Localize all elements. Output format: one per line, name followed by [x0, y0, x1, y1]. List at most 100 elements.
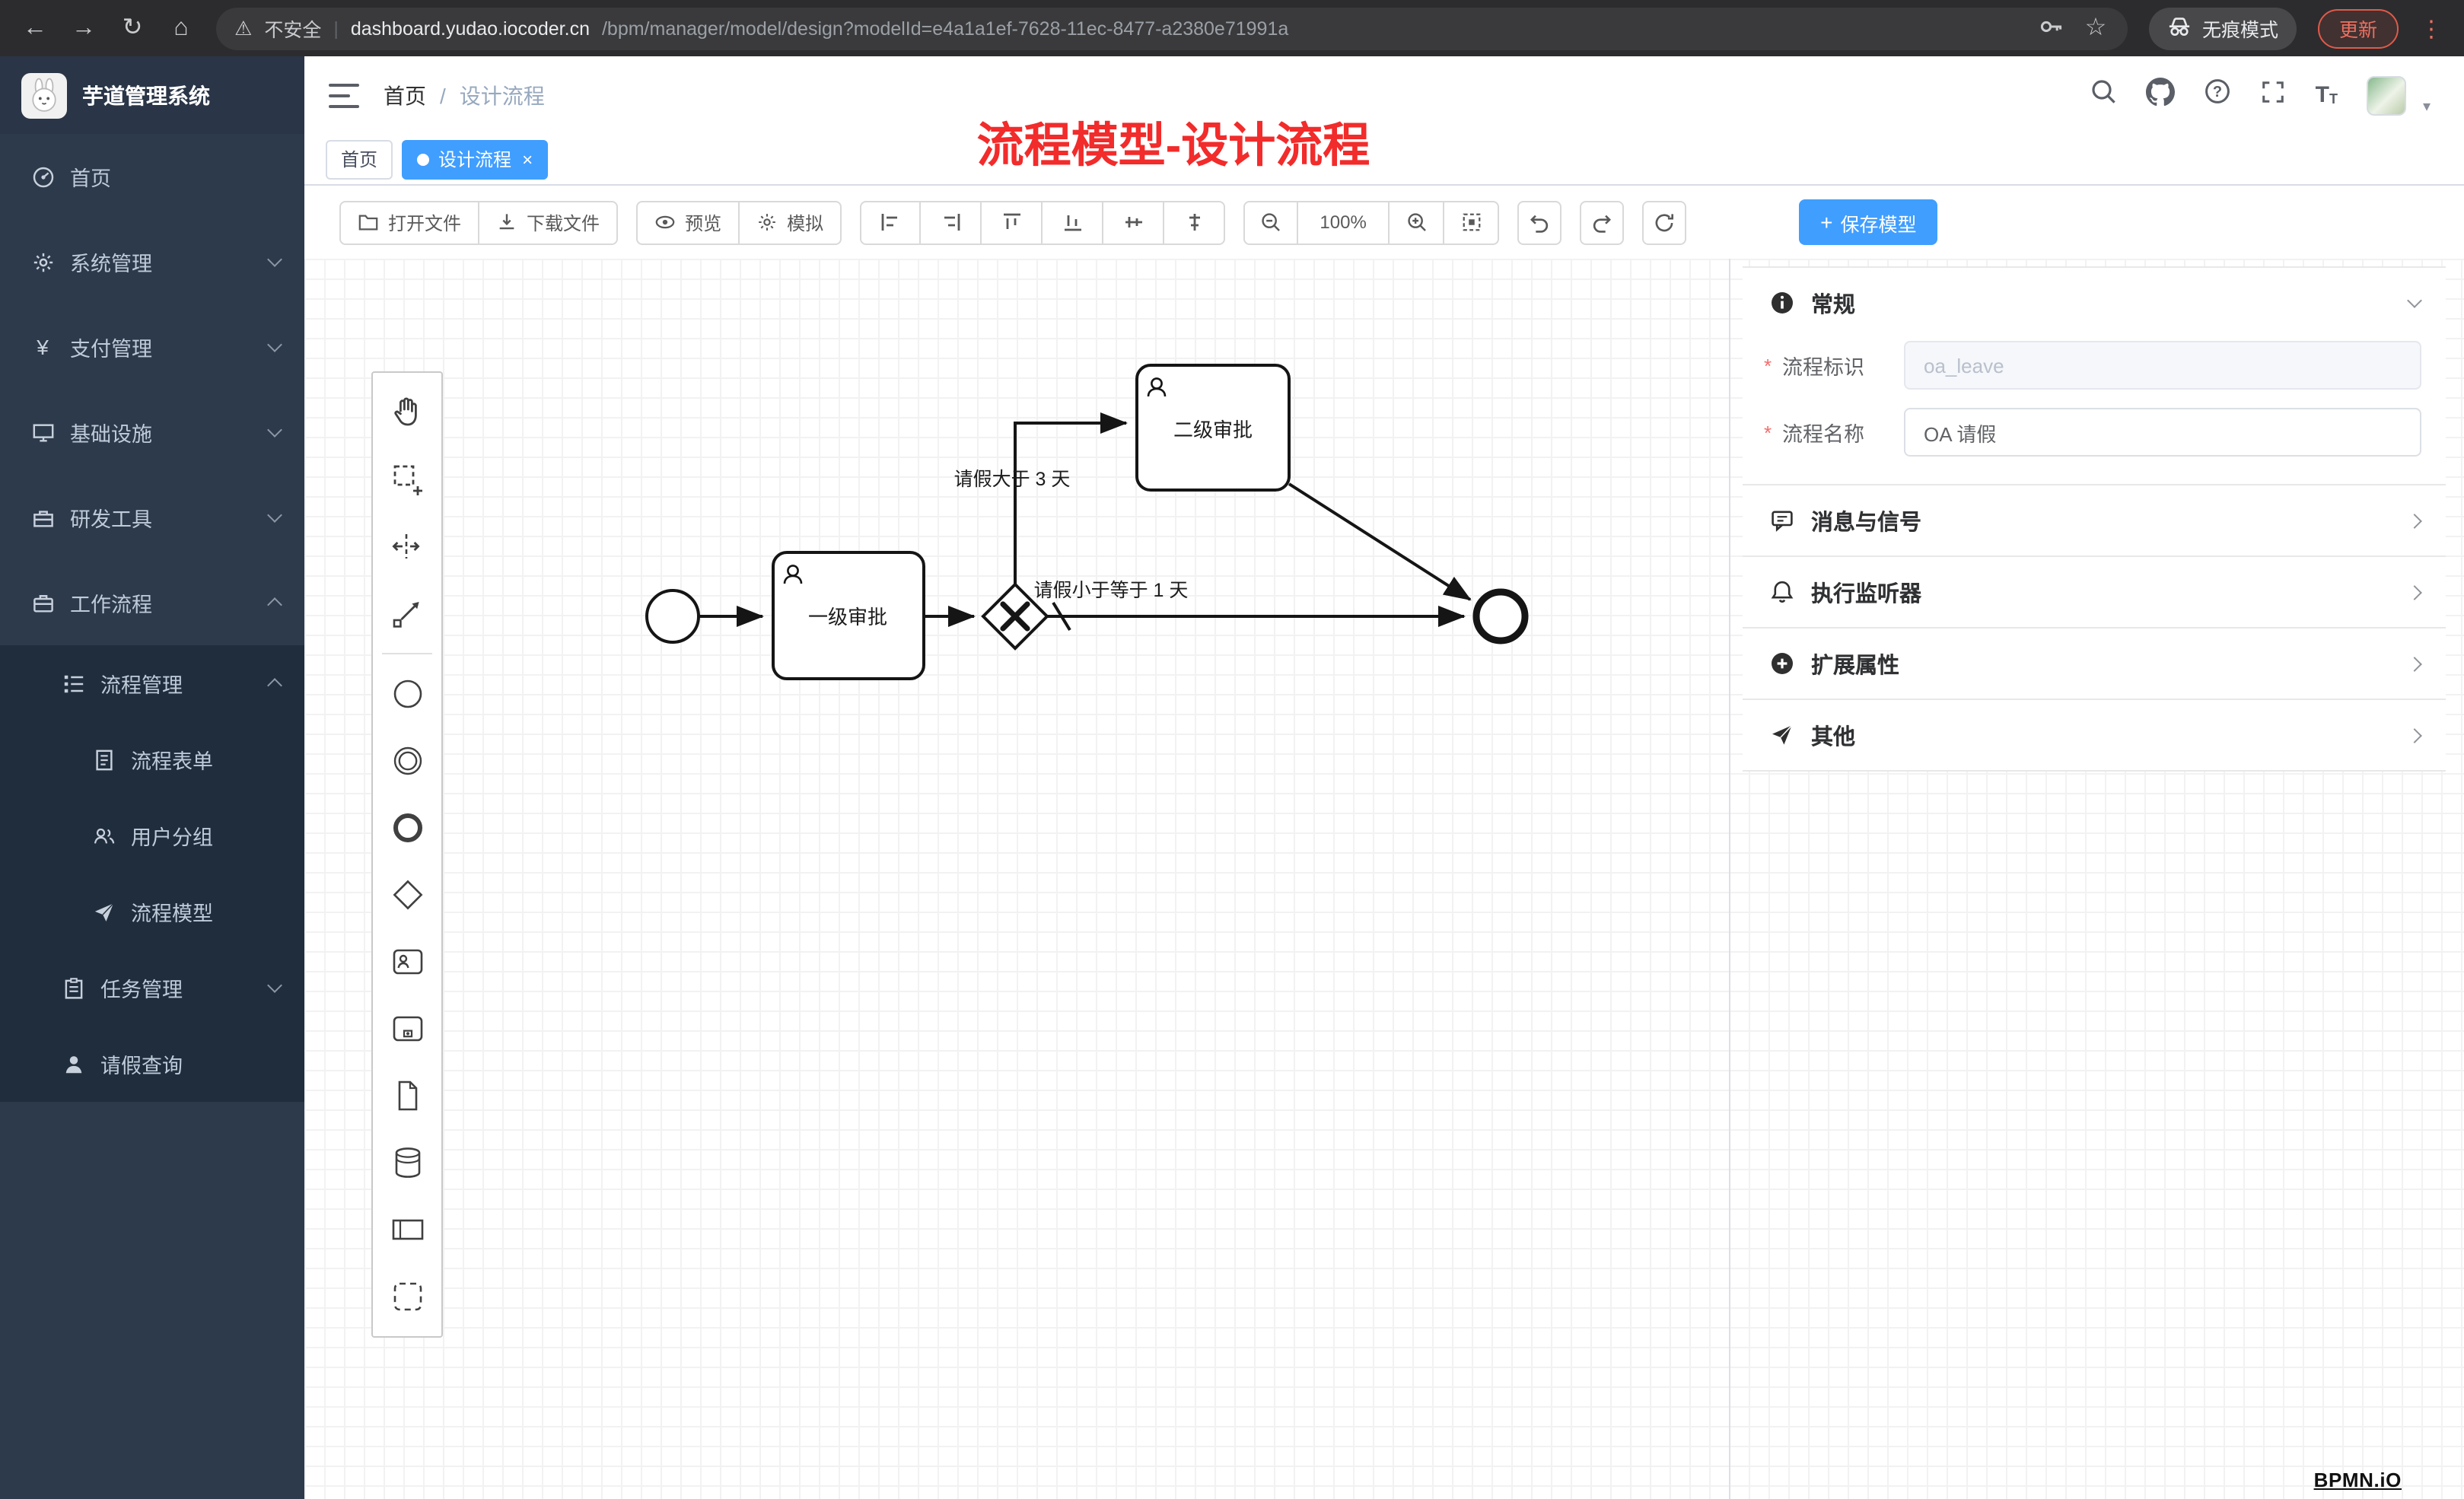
download-file-button[interactable]: 下载文件	[479, 200, 619, 244]
gateway-icon[interactable]	[373, 861, 441, 928]
panel-section-title: 扩展属性	[1811, 654, 1899, 678]
sidebar-item-workflow[interactable]: 工作流程	[0, 560, 304, 645]
group-icon[interactable]	[373, 1263, 441, 1330]
plus-icon: +	[1820, 210, 1833, 234]
browser-toolbar: ← → ↻ ⌂ ⚠ 不安全 | dashboard.yudao.iocoder.…	[0, 0, 2464, 56]
zoom-in-button[interactable]	[1390, 200, 1445, 244]
exclusive-gateway[interactable]	[981, 582, 1049, 651]
sidebar-item-task-management[interactable]: 任务管理	[0, 950, 304, 1026]
sidebar-toggle-icon[interactable]	[329, 83, 359, 107]
bpmn-canvas[interactable]: 请假大于 3 天 请假小于等于 1 天	[304, 259, 2464, 1499]
user-task-first-approval[interactable]: 一级审批	[772, 551, 925, 680]
redo-button[interactable]	[1580, 200, 1625, 244]
help-icon[interactable]: ?	[2205, 78, 2232, 113]
lasso-tool-icon[interactable]	[373, 446, 441, 513]
start-event-icon[interactable]	[373, 660, 441, 727]
participant-icon[interactable]	[373, 1196, 441, 1263]
palette-separator	[382, 653, 432, 654]
zoom-level[interactable]: 100%	[1298, 200, 1390, 244]
user-task-second-approval[interactable]: 二级审批	[1135, 364, 1291, 492]
address-bar[interactable]: ⚠ 不安全 | dashboard.yudao.iocoder.cn /bpm/…	[216, 7, 2128, 49]
align-right-button[interactable]	[921, 200, 982, 244]
zoom-reset-icon[interactable]	[1444, 200, 1500, 244]
flow-gateway-to-task2[interactable]: 请假大于 3 天	[954, 412, 1128, 584]
sidebar-item-user-groups[interactable]: 用户分组	[0, 797, 304, 874]
process-name-label: 流程名称	[1782, 423, 1864, 446]
zoom-out-button[interactable]	[1243, 200, 1299, 244]
sidebar-item-label: 工作流程	[70, 594, 152, 616]
fullscreen-icon[interactable]	[2261, 78, 2287, 112]
flow-task2-to-end[interactable]	[1288, 482, 1472, 601]
user-task-icon[interactable]	[373, 928, 441, 995]
sidebar-item-infrastructure[interactable]: 基础设施	[0, 390, 304, 475]
avatar-caret-icon[interactable]: ▾	[2422, 98, 2431, 115]
undo-button[interactable]	[1517, 200, 1562, 244]
sidebar-item-label: 研发工具	[70, 508, 152, 531]
home-icon[interactable]: ⌂	[173, 14, 189, 40]
preview-button[interactable]: 预览	[636, 200, 740, 244]
chevron-down-icon	[267, 508, 282, 523]
forward-icon[interactable]: →	[72, 14, 96, 40]
bookmark-star-icon[interactable]: ☆	[2084, 14, 2107, 40]
sidebar-item-devtools[interactable]: 研发工具	[0, 475, 304, 560]
sidebar-item-process-model[interactable]: 流程模型	[0, 874, 304, 950]
github-icon[interactable]	[2146, 77, 2176, 113]
panel-section-execution-listeners[interactable]: 执行监听器	[1743, 557, 2446, 627]
security-label[interactable]: 不安全	[264, 20, 322, 41]
end-event-icon[interactable]	[373, 794, 441, 861]
browser-menu-icon[interactable]: ⋮	[2420, 16, 2443, 42]
global-connect-icon[interactable]	[373, 580, 441, 647]
app-title: 芋道管理系统	[82, 83, 210, 107]
gateway-x-marker	[1000, 601, 1030, 632]
process-name-input[interactable]	[1904, 408, 2421, 457]
panel-section-other[interactable]: 其他	[1743, 700, 2446, 770]
send-icon	[1770, 723, 1794, 747]
back-icon[interactable]: ←	[23, 14, 47, 40]
sidebar-item-process-management[interactable]: 流程管理	[0, 645, 304, 721]
reload-icon[interactable]: ↻	[122, 14, 143, 40]
sidebar-item-payment[interactable]: ¥ 支付管理	[0, 304, 304, 390]
align-bottom-button[interactable]	[1043, 200, 1104, 244]
flow-gateway-to-end[interactable]: 请假小于等于 1 天	[1034, 580, 1466, 632]
tab-home[interactable]: 首页	[326, 139, 393, 179]
browser-update-button[interactable]: 更新	[2317, 8, 2399, 48]
restart-button[interactable]	[1642, 200, 1687, 244]
end-event[interactable]	[1472, 588, 1529, 644]
data-store-icon[interactable]	[373, 1129, 441, 1196]
svg-text:一级审批: 一级审批	[808, 606, 887, 629]
align-middle-button[interactable]	[1103, 200, 1165, 244]
panel-section-messages-signals[interactable]: 消息与信号	[1743, 485, 2446, 555]
warning-icon: ⚠	[234, 16, 253, 39]
sidebar-item-process-form[interactable]: 流程表单	[0, 721, 304, 797]
close-icon[interactable]: ×	[522, 148, 533, 170]
bpmn-io-watermark[interactable]: BPMN.iO	[2313, 1469, 2402, 1491]
start-event[interactable]	[645, 589, 700, 644]
panel-section-general[interactable]: 常规	[1743, 268, 2446, 338]
data-object-icon[interactable]	[373, 1062, 441, 1129]
tab-label: 首页	[341, 149, 378, 170]
space-tool-icon[interactable]	[373, 513, 441, 580]
open-file-button[interactable]: 打开文件	[339, 200, 480, 244]
key-icon[interactable]	[2038, 13, 2064, 43]
user-avatar[interactable]	[2366, 75, 2406, 115]
bpmn-palette	[371, 371, 443, 1338]
intermediate-event-icon[interactable]	[373, 727, 441, 794]
tab-design-process[interactable]: 设计流程 ×	[402, 139, 549, 179]
required-mark: *	[1764, 421, 1772, 444]
align-left-button[interactable]	[860, 200, 922, 244]
sidebar-item-system[interactable]: 系统管理	[0, 219, 304, 304]
simulate-button[interactable]: 模拟	[740, 200, 842, 244]
subprocess-icon[interactable]	[373, 995, 441, 1062]
panel-section-extended-attributes[interactable]: 扩展属性	[1743, 629, 2446, 699]
sidebar-item-home[interactable]: 首页	[0, 134, 304, 219]
align-top-button[interactable]	[982, 200, 1043, 244]
save-model-button[interactable]: + 保存模型	[1799, 199, 1938, 245]
breadcrumb-home[interactable]: 首页	[384, 83, 426, 107]
breadcrumb-separator: /	[440, 83, 446, 107]
hand-tool-icon[interactable]	[373, 379, 441, 446]
app-logo[interactable]: 芋道管理系统	[0, 56, 304, 134]
align-center-button[interactable]	[1164, 200, 1226, 244]
sidebar-item-leave-query[interactable]: 请假查询	[0, 1026, 304, 1102]
search-icon[interactable]	[2090, 78, 2118, 113]
